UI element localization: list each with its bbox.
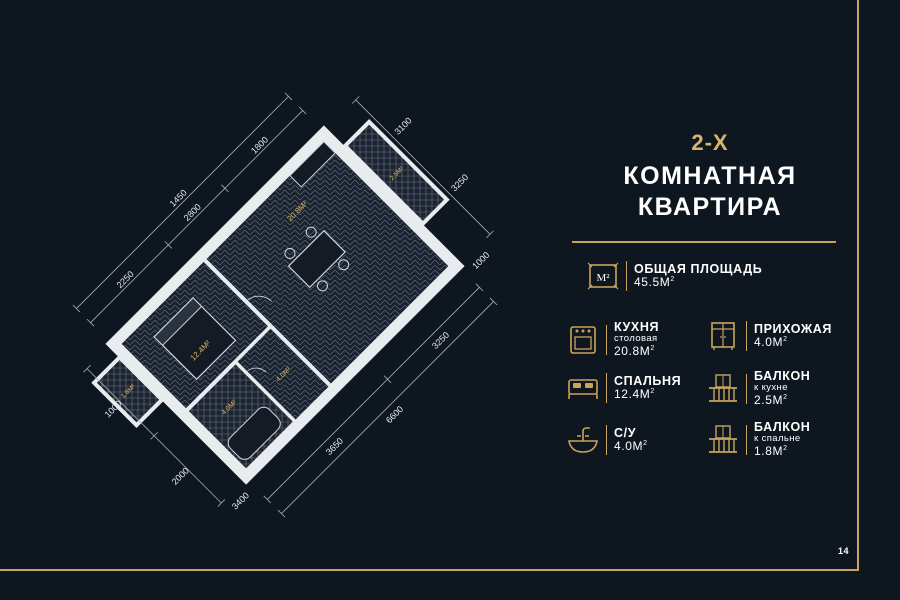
feature-balcony-bedroom: БАЛКОН к спальне 1.8М2 <box>705 420 810 459</box>
bathroom-separator <box>606 425 607 455</box>
dim-6600: 6600 <box>384 404 405 425</box>
dim-3250-right: 3250 <box>449 172 470 193</box>
area-m2-icon-text: М² <box>596 272 610 284</box>
balcony-kitchen-unit-sup: 2 <box>783 394 788 402</box>
bedroom-label: СПАЛЬНЯ <box>614 373 682 388</box>
bathroom-value: 4.0М <box>614 439 644 454</box>
bedroom-unit-sup: 2 <box>650 388 655 396</box>
dim-2000: 2000 <box>170 466 191 487</box>
title-line-2: КОМНАТНАЯ <box>623 162 797 190</box>
hallway-unit-sup: 2 <box>783 336 788 344</box>
sink-icon <box>565 424 601 456</box>
hallway-value: 4.0М <box>754 335 784 350</box>
dim-3400: 3400 <box>230 490 251 511</box>
floor-plan: 12.4М² 20.8М² 4.0М² 4.0М² 1.8М² 2.5М² <box>40 80 540 530</box>
bathroom-label: С/У <box>614 425 637 440</box>
bedroom-separator <box>606 373 607 403</box>
balcony-kitchen-sublabel: к кухне <box>754 382 788 394</box>
dim-3250: 3250 <box>430 330 451 351</box>
gold-frame-right <box>857 0 859 571</box>
total-area-unit-sup: 2 <box>670 276 675 284</box>
kitchen-label: КУХНЯ <box>614 320 660 334</box>
area-m2-icon: М² <box>585 260 621 292</box>
feature-bedroom: СПАЛЬНЯ 12.4М2 <box>565 372 681 404</box>
title-line-3: КВАРТИРА <box>637 193 783 221</box>
bedroom-value: 12.4М <box>614 387 651 402</box>
dim-3650: 3650 <box>324 436 345 457</box>
title-divider <box>572 241 836 243</box>
kitchen-unit-sup: 2 <box>650 345 655 353</box>
kitchen-value: 20.8М <box>614 344 651 359</box>
dim-1000-bottom: 1000 <box>470 250 491 271</box>
kitchen-separator <box>606 324 607 355</box>
feature-bathroom: С/У 4.0М2 <box>565 424 648 456</box>
balcony-icon <box>705 373 741 405</box>
dim-2250: 2250 <box>115 269 136 290</box>
feature-balcony-kitchen: БАЛКОН к кухне 2.5М2 <box>705 369 810 408</box>
title-block: 2-Х КОМНАТНАЯ КВАРТИРА <box>560 130 860 222</box>
dim-1800: 1800 <box>249 135 270 156</box>
total-area-item: М² ОБЩАЯ ПЛОЩАДЬ 45.5М2 <box>585 260 762 292</box>
kitchen-sublabel: столовая <box>614 333 658 345</box>
balcony-kitchen-label: БАЛКОН <box>754 369 811 383</box>
feature-kitchen: КУХНЯ столовая 20.8М2 <box>565 320 659 359</box>
total-area-value: 45.5М <box>634 275 671 290</box>
balcony-bedroom-value: 1.8М <box>754 444 784 459</box>
balcony-kitchen-separator <box>746 373 747 404</box>
gold-frame-bottom <box>0 569 859 571</box>
dim-1450: 1450 <box>168 188 189 209</box>
balcony-kitchen-value: 2.5М <box>754 393 784 408</box>
dim-2800: 2800 <box>182 202 203 223</box>
dim-3100: 3100 <box>392 115 413 136</box>
hallway-separator <box>746 321 747 351</box>
bed-icon <box>565 372 601 404</box>
balcony-bedroom-label: БАЛКОН <box>754 420 811 434</box>
wardrobe-icon <box>705 320 741 352</box>
bathroom-unit-sup: 2 <box>643 440 648 448</box>
balcony-icon <box>705 424 741 456</box>
floor-plan-drawing: 12.4М² 20.8М² 4.0М² 4.0М² 1.8М² 2.5М² <box>72 92 498 518</box>
balcony-bedroom-unit-sup: 2 <box>783 445 788 453</box>
hallway-label: ПРИХОЖАЯ <box>754 321 832 336</box>
balcony-bedroom-sublabel: к спальне <box>754 433 801 445</box>
feature-hallway: ПРИХОЖАЯ 4.0М2 <box>705 320 832 352</box>
total-area-label: ОБЩАЯ ПЛОЩАДЬ <box>634 261 763 276</box>
total-area-separator <box>626 261 627 291</box>
balcony-bedroom-separator <box>746 424 747 455</box>
stove-icon <box>565 324 601 356</box>
title-room-count: 2-Х <box>691 130 729 155</box>
page-number: 14 <box>838 546 850 556</box>
